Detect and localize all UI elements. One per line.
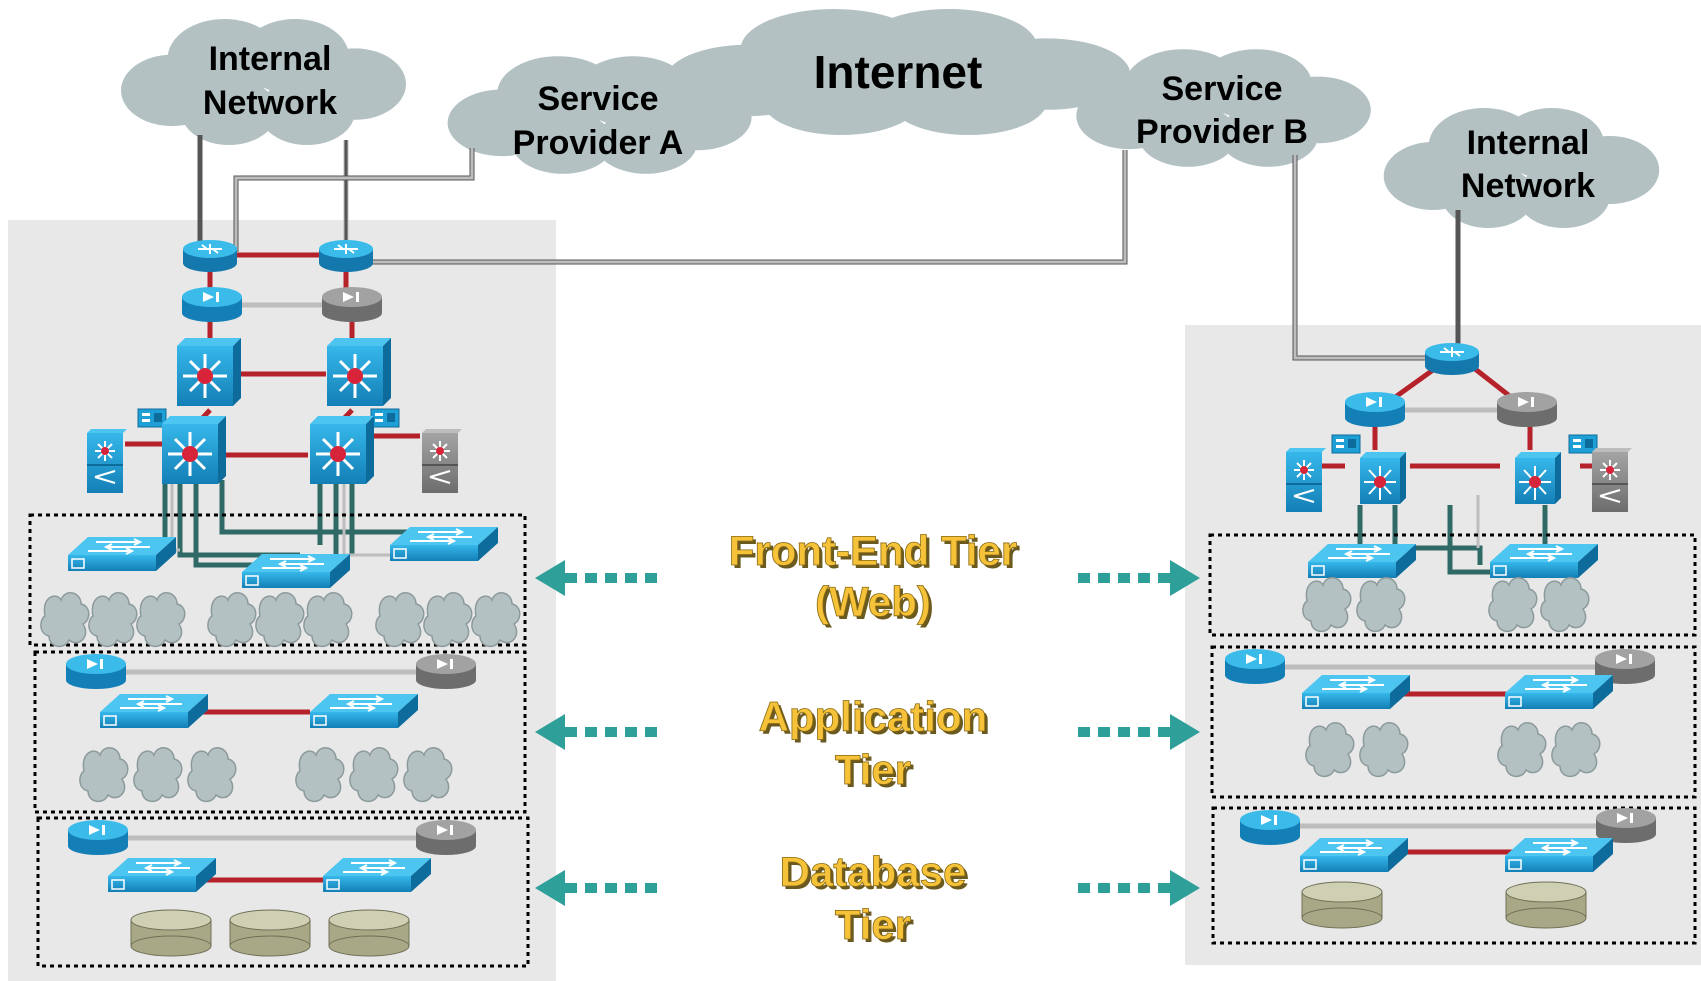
database-disk-icon [1505,881,1587,929]
right-app-switch-2 [1504,674,1614,710]
left-core-switch-1 [175,336,243,408]
right-db-firewall-standby [1596,808,1656,843]
left-service-module-blue [86,428,128,494]
internal-network-left-cloud [121,19,406,146]
database-tier-label: Database Tier Database Tier [779,848,970,951]
svg-text:Tier: Tier [835,901,911,948]
svg-text:Application: Application [759,693,988,740]
right-db-switch-2 [1504,837,1614,873]
svg-text:Tier: Tier [835,746,911,793]
svg-text:Database: Database [780,848,967,895]
right-db-switch-1 [1299,837,1409,873]
left-app-firewall-standby [416,654,476,689]
svg-text:Tier: Tier [838,749,914,796]
left-database-storage [130,909,410,957]
right-web-switch-2 [1489,543,1599,579]
right-firewall-primary [1345,392,1405,427]
right-edge-router [1424,342,1480,376]
right-service-module-blue [1285,447,1327,513]
left-application-tier-box [33,650,527,814]
left-db-switch-2 [322,857,432,893]
internal-right-label-line1: Internal [1467,124,1590,162]
internal-right-label-line2: Network [1461,167,1595,205]
left-web-servers [40,592,521,648]
front-end-arrow-right [1078,560,1200,596]
left-card-icon-1 [137,408,167,428]
provider-a-label-line1: Service [538,80,659,118]
right-firewall-standby [1497,392,1557,427]
svg-text:Front-End Tier: Front-End Tier [732,530,1021,577]
application-tier-label: Application Tier Application Tier [758,693,991,796]
left-web-switch-3 [389,526,499,562]
right-web-switch-1 [1307,543,1417,579]
right-database-tier-box [1211,806,1697,945]
right-card-icon-2 [1568,434,1598,454]
left-app-switch-2 [309,693,419,729]
left-edge-router-1 [182,239,238,273]
wan-links [197,135,1461,361]
database-disk-icon [1301,881,1383,929]
provider-b-label-line2: Provider B [1136,113,1308,151]
database-arrow-right [1078,870,1200,906]
svg-text:Application: Application [762,696,991,743]
left-web-switch-2 [241,553,351,589]
left-db-switch-1 [107,857,217,893]
right-application-tier-box [1210,645,1697,799]
provider-a-label-line2: Provider A [513,124,684,162]
internet-label: Internet [814,46,983,98]
database-disk-icon [130,909,212,957]
right-aggregation-switch-2 [1514,451,1562,505]
left-web-switch-1 [67,536,177,572]
front-end-tier-label: Front-End Tier (Web) Front-End Tier (Web… [728,527,1021,628]
left-db-firewall-primary [68,820,128,855]
database-disk-icon [328,909,410,957]
right-db-firewall-primary [1240,810,1300,845]
right-aggregation-switch-1 [1359,451,1407,505]
left-service-module-gray [421,428,463,494]
left-db-firewall-standby [416,820,476,855]
internal-left-label-line2: Network [203,84,337,122]
left-edge-router-2 [318,239,374,273]
svg-text:(Web): (Web) [818,581,934,628]
left-aggregation-switch-1 [160,414,228,486]
svg-text:Front-End Tier: Front-End Tier [729,527,1018,574]
left-firewall-standby [322,287,382,322]
provider-b-label-line1: Service [1162,70,1283,108]
right-app-switch-1 [1301,674,1411,710]
database-disk-icon [229,909,311,957]
left-core-switch-2 [325,336,393,408]
right-front-end-tier-box [1208,533,1697,637]
left-database-tier-box [36,816,530,968]
internal-left-label-line1: Internal [209,40,332,78]
right-service-module-gray [1591,447,1633,513]
application-arrow-right [1078,714,1200,750]
svg-text:Database: Database [783,851,970,898]
svg-text:(Web): (Web) [815,578,931,625]
left-app-firewall-primary [66,654,126,689]
secondary-site-area [1185,325,1701,965]
left-firewall-primary [182,287,242,322]
left-aggregation-switch-2 [308,414,376,486]
left-card-icon-2 [370,408,400,428]
svg-text:Tier: Tier [838,904,914,951]
right-card-icon-1 [1331,434,1361,454]
right-app-firewall-primary [1225,649,1285,684]
left-app-switch-1 [99,693,209,729]
